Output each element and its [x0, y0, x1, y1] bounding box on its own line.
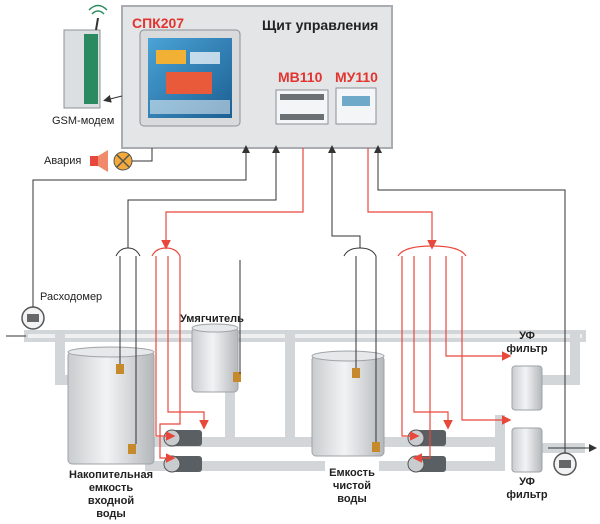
tank-clean-label-3: воды [337, 493, 367, 505]
flowmeter-right [553, 452, 577, 476]
mv110-module [275, 89, 329, 125]
spk207-device [139, 29, 241, 127]
tank-input [67, 346, 155, 465]
control-panel: СПК207 Щит управления МВ110 МУ110 [121, 5, 393, 149]
tank-clean-label-2: чистой [333, 480, 371, 492]
uv-filter-bottom [511, 427, 543, 473]
module-in-label: МВ110 [278, 69, 323, 85]
pump-1 [163, 429, 202, 447]
alarm-lamp-icon [113, 151, 133, 171]
controller-label: СПК207 [132, 15, 184, 31]
tank-input-label-1: Накопительная [69, 469, 153, 481]
uv-top-label-2: фильтр [506, 343, 548, 355]
tank-input-label-2: емкость [89, 482, 134, 494]
uv-filter-top [511, 365, 543, 411]
mu110-module [335, 87, 377, 125]
tank-input-label-4: воды [96, 508, 126, 520]
uv-bottom-label-2: фильтр [506, 489, 548, 501]
flowmeter-label: Расходомер [40, 291, 102, 303]
alarm-label: Авария [44, 155, 81, 167]
gsm-label: GSM-модем [52, 115, 114, 127]
gsm-modem [63, 4, 108, 109]
output-signal-lines [151, 148, 512, 463]
uv-bottom-label-1: УФ [519, 476, 535, 488]
softener-label: Умягчитель [180, 313, 244, 325]
flowmeter-left [21, 306, 45, 330]
input-signal-lines [32, 145, 566, 453]
tank-clean [311, 350, 385, 457]
tank-input-label-3: входной [88, 495, 134, 507]
uv-top-label-1: УФ [519, 330, 535, 342]
softener [191, 323, 241, 393]
pump-3 [407, 429, 446, 447]
module-out-label: МУ110 [335, 69, 378, 85]
alarm-horn-icon [90, 150, 108, 172]
signal-icon [91, 10, 105, 15]
panel-title: Щит управления [262, 17, 378, 33]
tank-clean-label-1: Емкость [329, 467, 375, 479]
